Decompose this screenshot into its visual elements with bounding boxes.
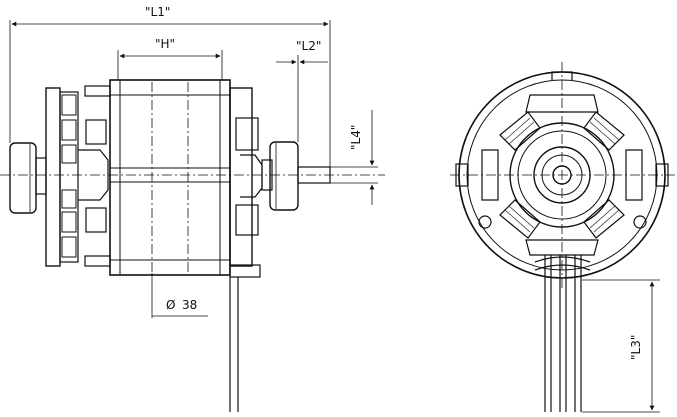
winding-hatching [504, 117, 620, 233]
bearing-outer [533, 146, 591, 204]
label-l4: "L4" [349, 125, 363, 150]
left-mount-tab [455, 163, 469, 187]
fan-blades [45, 87, 109, 267]
rotor-inner [517, 130, 607, 220]
shaft-end [552, 165, 572, 185]
right-mount-tab [655, 163, 669, 187]
label-l1: "L1" [145, 5, 170, 19]
side-lead-wires [229, 277, 239, 412]
right-pulley [261, 141, 299, 211]
label-l2: "L2" [296, 39, 321, 53]
mount-hole-left [478, 215, 492, 229]
stator-block [84, 79, 231, 276]
label-l3: "L3" [629, 335, 643, 360]
left-pulley [9, 142, 47, 214]
dimension-l3: "L3" [582, 279, 660, 413]
front-view: "L3" [450, 62, 675, 413]
label-h: "H" [155, 37, 175, 51]
bearing-inner [541, 154, 583, 196]
dimension-h: "H" [117, 37, 223, 80]
dimension-l2: "L2" [276, 39, 328, 142]
mount-hole-right [633, 215, 647, 229]
rotor-outer [509, 122, 615, 228]
label-dia-symbol: Ø [166, 298, 175, 312]
side-view: "L1" "H" "L2" "L4" Ø 3 [0, 5, 385, 412]
right-end-cap [229, 87, 263, 278]
front-lead-wires [534, 255, 591, 412]
shaft [297, 166, 331, 184]
label-dia-value: 38 [182, 298, 197, 312]
dimension-diameter: Ø 38 [151, 273, 208, 318]
dimension-l1: "L1" [9, 5, 331, 167]
dimension-l4: "L4" [330, 110, 378, 205]
top-tab [551, 71, 573, 80]
